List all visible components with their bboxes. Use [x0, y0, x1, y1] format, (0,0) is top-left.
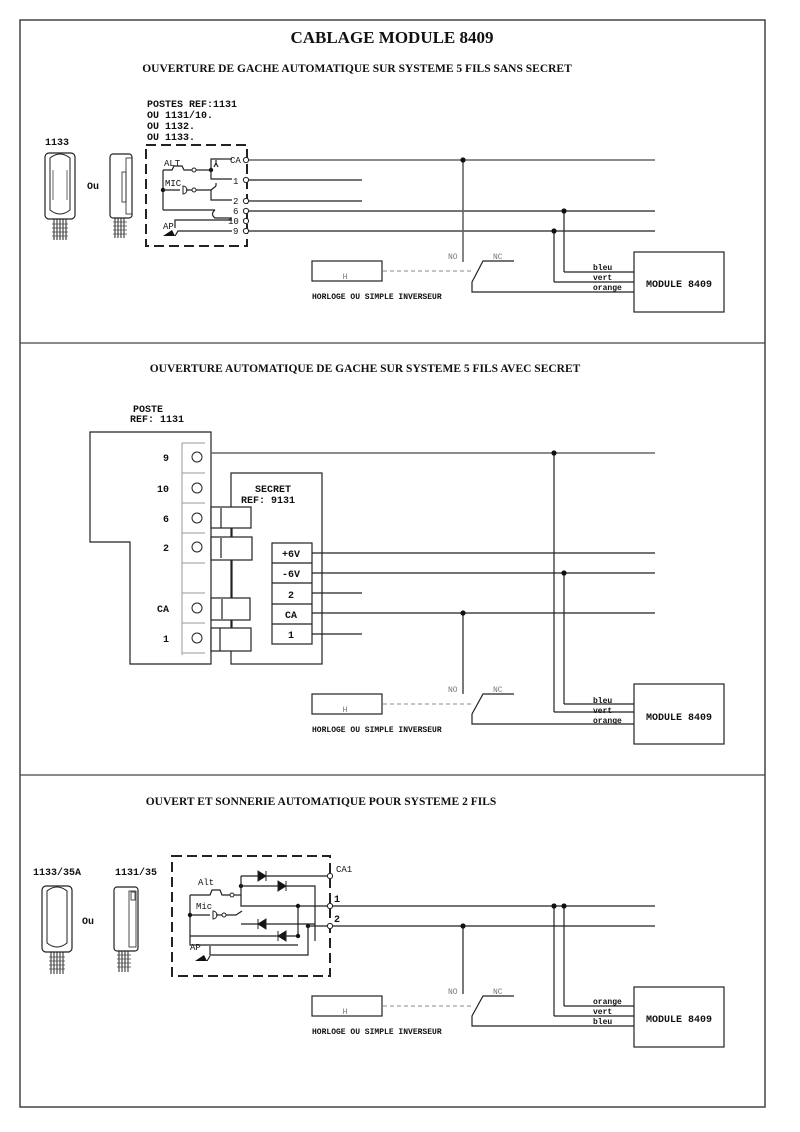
secret-label: SECRET	[255, 485, 291, 496]
terminal-label: 1	[233, 177, 238, 187]
device-label: 1131/35	[115, 867, 157, 879]
wire-label: vert	[593, 1008, 612, 1017]
terminal-label: 1	[163, 635, 169, 646]
poste-label: REF: 1131	[130, 415, 184, 426]
secret-terminal-label: -6V	[282, 570, 300, 581]
section-2: OUVERTURE AUTOMATIQUE DE GACHE SUR SYSTE…	[89, 363, 725, 745]
nc-label: NC	[493, 686, 503, 695]
relay-inverseur: H NO NC HORLOGE OU SIMPLE INVERSEUR	[311, 988, 634, 1037]
bus-wires	[333, 903, 655, 1017]
handset-1133-icon	[44, 152, 76, 240]
no-label: NO	[448, 686, 458, 695]
alt-label: ALT	[164, 159, 181, 169]
terminal-label: 10	[228, 217, 239, 227]
horloge-label: H	[343, 273, 348, 282]
no-label: NO	[448, 988, 458, 997]
postes-ref-line: OU 1132.	[147, 122, 195, 133]
mic-label: Mic	[196, 902, 212, 912]
secret-terminal-label: 2	[288, 591, 294, 602]
bus-wires	[211, 450, 655, 713]
relay-caption: HORLOGE OU SIMPLE INVERSEUR	[312, 293, 442, 302]
module-label: MODULE 8409	[646, 1015, 712, 1026]
poste-outline	[89, 431, 212, 665]
horloge-box	[311, 693, 383, 715]
module-label: MODULE 8409	[646, 713, 712, 724]
relay-inverseur: H NO NC HORLOGE OU SIMPLE INVERSEUR	[311, 253, 634, 302]
section-1-heading: OUVERTURE DE GACHE AUTOMATIQUE SUR SYSTE…	[142, 63, 572, 75]
poste-box	[145, 144, 248, 247]
section-3: OUVERT ET SONNERIE AUTOMATIQUE POUR SYST…	[33, 796, 725, 1048]
page-title: CABLAGE MODULE 8409	[290, 28, 493, 47]
terminal-label: CA	[157, 605, 169, 616]
terminal-label: 10	[157, 485, 169, 496]
terminal-label: 2	[334, 915, 340, 926]
or-label: Ou	[87, 182, 99, 193]
terminal-label: 6	[233, 207, 238, 217]
terminal-block: CA1 1 2	[326, 865, 352, 930]
poste-internal-circuit: Alt Mic AP	[187, 870, 330, 962]
relay-caption: HORLOGE OU SIMPLE INVERSEUR	[312, 726, 442, 735]
terminal-label: CA1	[336, 865, 352, 875]
horloge-box	[311, 260, 383, 282]
terminal-label: 9	[163, 454, 169, 465]
poste-label: POSTE	[133, 405, 163, 416]
handset-1133-35a-icon	[41, 885, 73, 974]
section-1: OUVERTURE DE GACHE AUTOMATIQUE SUR SYSTE…	[44, 63, 725, 313]
device-label: 1133/35A	[33, 867, 81, 879]
secret-terminal-label: CA	[285, 611, 297, 622]
section-3-heading: OUVERT ET SONNERIE AUTOMATIQUE POUR SYST…	[146, 796, 497, 808]
module-8409: bleu vert orange MODULE 8409	[593, 251, 725, 313]
mic-label: MIC	[165, 179, 182, 189]
postes-ref-line: OU 1133.	[147, 133, 195, 144]
jumper-connectors	[210, 506, 253, 652]
wire-label: orange	[593, 717, 622, 726]
wire-label: vert	[593, 707, 612, 716]
relay-caption: HORLOGE OU SIMPLE INVERSEUR	[312, 1028, 442, 1037]
poste-terminals: 9 10 6 2 CA 1	[157, 442, 205, 655]
wire-label: orange	[593, 998, 622, 1007]
nc-label: NC	[493, 988, 503, 997]
terminal-label: CA	[230, 156, 241, 166]
secret-terminal-label: 1	[288, 631, 294, 642]
secret-terminals: +6V -6V 2 CA 1	[271, 542, 313, 645]
horloge-box	[311, 995, 383, 1017]
wire-label: bleu	[593, 1018, 612, 1027]
wire-label: vert	[593, 274, 612, 283]
alt-label: Alt	[198, 878, 214, 888]
poste-internal-circuit: ALT MIC AP	[160, 158, 232, 237]
handset-1131-35-icon	[113, 886, 139, 972]
postes-ref-line: POSTES REF:1131	[147, 100, 237, 111]
poste-box	[171, 855, 331, 977]
secret-terminal-label: +6V	[282, 550, 300, 561]
handset-alt-icon	[109, 153, 133, 238]
device-label: 1133	[45, 138, 69, 149]
or-label: Ou	[82, 917, 94, 928]
terminal-block: CA 1 2 6 10 9	[228, 156, 250, 237]
wire-label: orange	[593, 284, 622, 293]
terminal-label: 6	[163, 515, 169, 526]
wire-label: bleu	[593, 264, 612, 273]
horloge-label: H	[343, 706, 348, 715]
no-label: NO	[448, 253, 458, 262]
page-frame	[19, 19, 766, 1108]
module-label: MODULE 8409	[646, 280, 712, 291]
horloge-label: H	[343, 1008, 348, 1017]
wire-label: bleu	[593, 697, 612, 706]
postes-ref-line: OU 1131/10.	[147, 110, 213, 122]
module-8409: orange vert bleu MODULE 8409	[593, 986, 725, 1048]
terminal-label: 9	[233, 227, 238, 237]
bus-wires	[249, 157, 655, 283]
terminal-label: 1	[334, 895, 340, 906]
terminal-label: 2	[233, 197, 238, 207]
relay-inverseur: H NO NC HORLOGE OU SIMPLE INVERSEUR	[311, 686, 634, 735]
section-2-heading: OUVERTURE AUTOMATIQUE DE GACHE SUR SYSTE…	[150, 363, 581, 375]
nc-label: NC	[493, 253, 503, 262]
ap-label: AP	[190, 943, 201, 953]
ap-label: AP	[163, 222, 174, 232]
module-8409: bleu vert orange MODULE 8409	[593, 683, 725, 745]
secret-ref-label: REF: 9131	[241, 496, 295, 507]
terminal-label: 2	[163, 544, 169, 555]
